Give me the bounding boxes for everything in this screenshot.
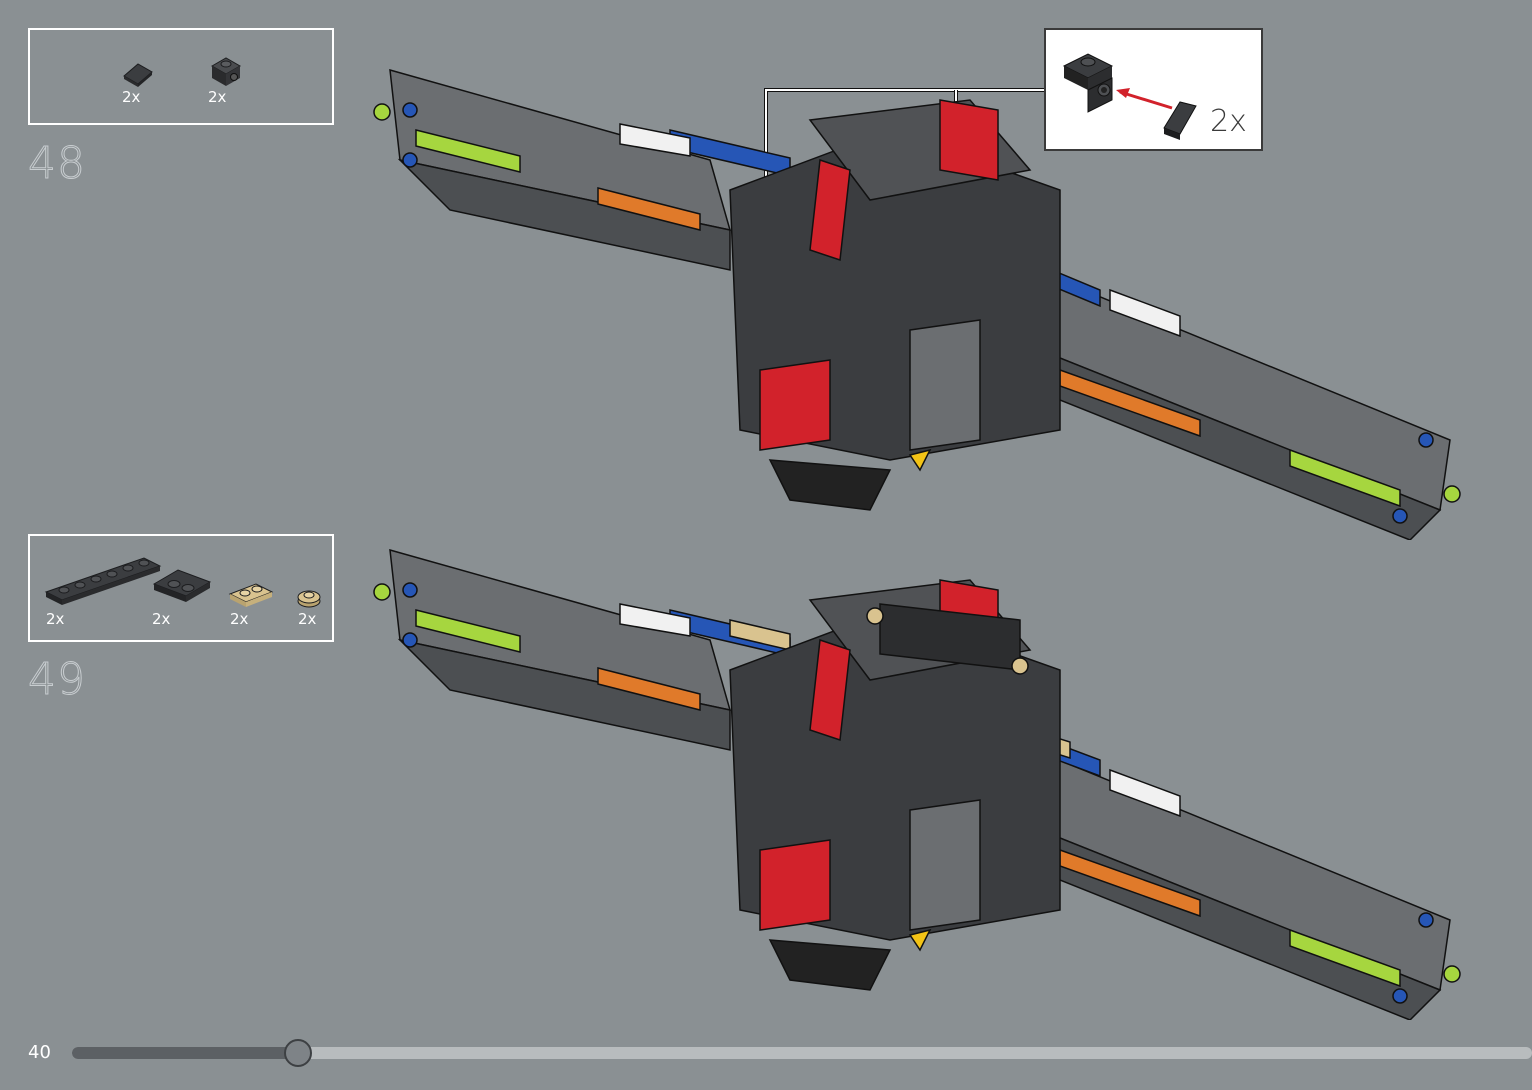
model-render-step-48 [370, 40, 1480, 540]
step-number: 48 [28, 138, 86, 189]
step-number: 49 [28, 654, 86, 705]
part-qty: 2x [46, 610, 64, 628]
plate-2x2-corner-icon [152, 566, 214, 608]
tan-plate-1x2-icon [228, 580, 274, 610]
progress-fill [72, 1047, 298, 1059]
bracket-brick-icon [206, 52, 246, 90]
part-qty: 2x [152, 610, 170, 628]
progress-bar [72, 1047, 1532, 1059]
tan-round-plate-icon [296, 586, 322, 610]
part-qty: 2x [122, 88, 140, 106]
progress-knob [284, 1039, 312, 1067]
parts-list-step-49: 2x 2x 2x 2x [28, 534, 334, 642]
part-qty: 2x [298, 610, 316, 628]
model-render-step-49 [370, 520, 1480, 1020]
part-qty: 2x [208, 88, 226, 106]
slope-brick-icon [120, 54, 156, 90]
plate-1x6-icon [44, 550, 162, 610]
part-qty: 2x [230, 610, 248, 628]
parts-list-step-48: 2x 2x [28, 28, 334, 125]
page-number: 40 [28, 1042, 51, 1063]
